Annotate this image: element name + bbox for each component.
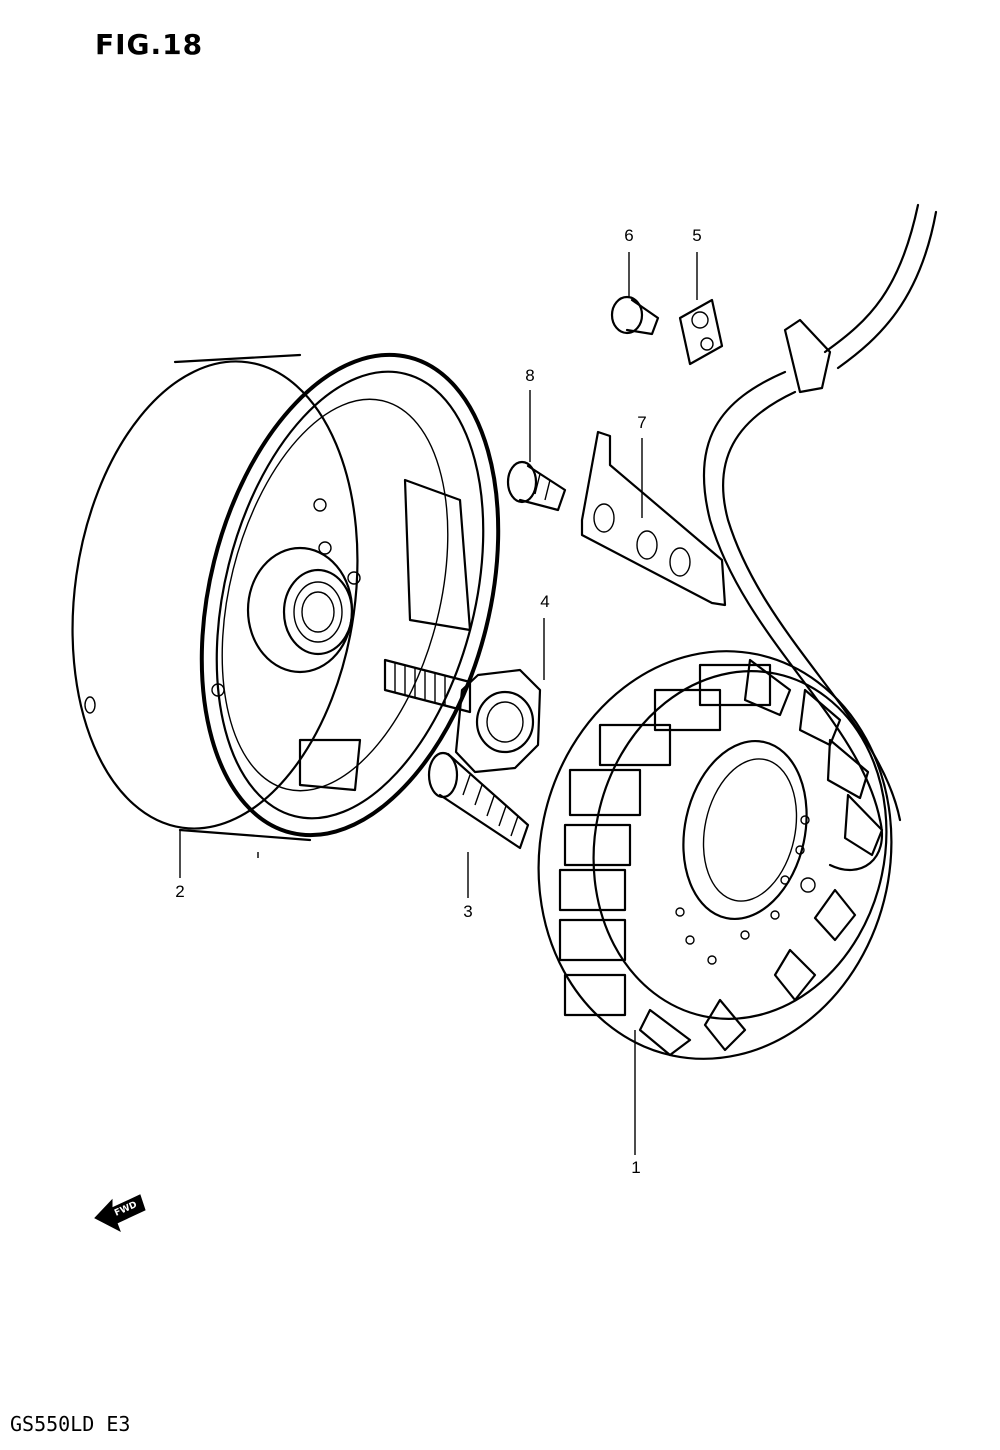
stator-part — [537, 650, 893, 1060]
screw-top-part — [610, 295, 660, 336]
rotor-part — [71, 352, 501, 842]
callout-4: 4 — [540, 592, 550, 611]
callout-3: 3 — [463, 902, 473, 921]
figure-title: FIG.18 — [95, 28, 204, 61]
model-code: GS550LD E3 — [10, 1412, 131, 1436]
callout-7: 7 — [637, 413, 647, 432]
callout-8: 8 — [525, 366, 535, 385]
callout-5: 5 — [692, 226, 702, 245]
leader-lines — [179, 252, 698, 1155]
screw-part — [427, 751, 530, 850]
screw-small-part — [506, 460, 567, 512]
clamp-plate-part — [580, 430, 727, 607]
forward-arrow-icon: FWD — [94, 1194, 146, 1233]
rotor-bolt-part — [383, 658, 542, 774]
callout-6: 6 — [624, 226, 634, 245]
callout-2: 2 — [175, 882, 185, 901]
stator-lead-wire — [702, 203, 938, 871]
callout-1: 1 — [631, 1158, 641, 1177]
grommet-plate-part — [678, 298, 724, 366]
